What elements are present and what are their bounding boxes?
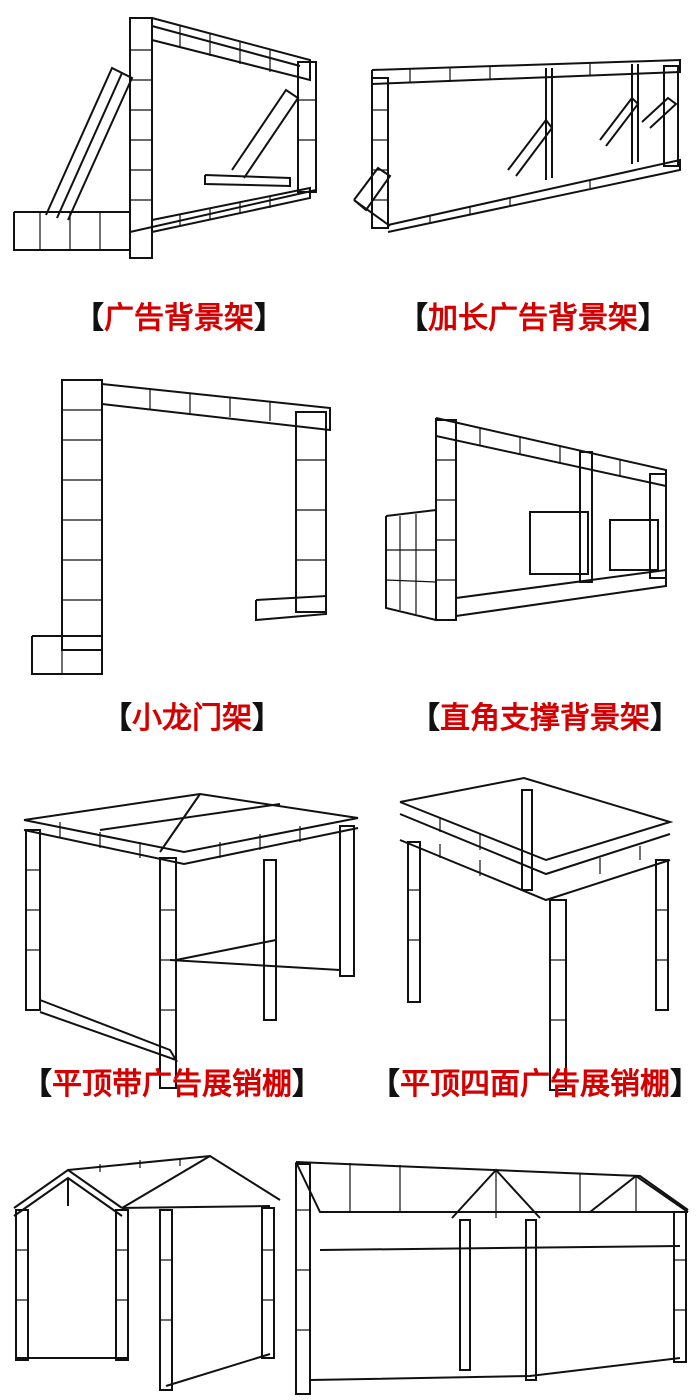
bracket-right: 】 bbox=[254, 301, 284, 336]
caption-advertising-backdrop: 【广告背景架】 bbox=[74, 304, 284, 334]
bracket-right: 】 bbox=[252, 701, 282, 736]
bracket-left: 【 bbox=[398, 301, 428, 336]
bracket-right: 】 bbox=[638, 301, 668, 336]
caption-flat-top-ad-booth: 【平顶带广告展销棚】 bbox=[22, 1070, 322, 1100]
caption-right-angle-backdrop: 【直角支撑背景架】 bbox=[410, 704, 680, 734]
truss-drawing-extended-backdrop bbox=[350, 0, 700, 290]
bracket-left: 【 bbox=[370, 1067, 400, 1102]
bracket-left: 【 bbox=[410, 701, 440, 736]
bracket-left: 【 bbox=[74, 301, 104, 336]
bracket-right: 】 bbox=[670, 1067, 700, 1102]
caption-four-sided-booth: 【平顶四面广告展销棚】 bbox=[370, 1070, 700, 1100]
caption-extended-backdrop: 【加长广告背景架】 bbox=[398, 304, 668, 334]
bracket-left: 【 bbox=[102, 701, 132, 736]
caption-label: 平顶带广告展销棚 bbox=[52, 1067, 292, 1102]
truss-illustration bbox=[385, 417, 667, 622]
caption-small-gantry: 【小龙门架】 bbox=[102, 704, 282, 734]
truss-illustration bbox=[13, 1154, 281, 1391]
truss-drawing-advertising-backdrop bbox=[0, 0, 350, 290]
truss-illustration bbox=[295, 1161, 689, 1395]
bracket-left: 【 bbox=[22, 1067, 52, 1102]
truss-illustration bbox=[353, 58, 681, 233]
truss-drawing-small-gantry bbox=[0, 360, 350, 690]
truss-drawing-gable-booth bbox=[0, 1150, 290, 1400]
caption-label: 直角支撑背景架 bbox=[440, 701, 650, 736]
caption-label: 加长广告背景架 bbox=[428, 301, 638, 336]
truss-drawing-four-sided-booth bbox=[360, 760, 700, 1091]
truss-drawing-right-angle-backdrop bbox=[350, 360, 700, 690]
caption-label: 广告背景架 bbox=[104, 301, 254, 336]
bracket-right: 】 bbox=[292, 1067, 322, 1102]
truss-illustration bbox=[31, 379, 331, 675]
bracket-right: 】 bbox=[650, 701, 680, 736]
caption-label: 平顶四面广告展销棚 bbox=[400, 1067, 670, 1102]
caption-label: 小龙门架 bbox=[132, 701, 252, 736]
truss-illustration bbox=[399, 776, 674, 1091]
truss-drawing-flat-top-ad-booth bbox=[0, 760, 360, 1089]
truss-illustration bbox=[23, 792, 359, 1089]
truss-drawing-double-gable-booth bbox=[290, 1150, 700, 1400]
truss-illustration bbox=[13, 17, 317, 259]
